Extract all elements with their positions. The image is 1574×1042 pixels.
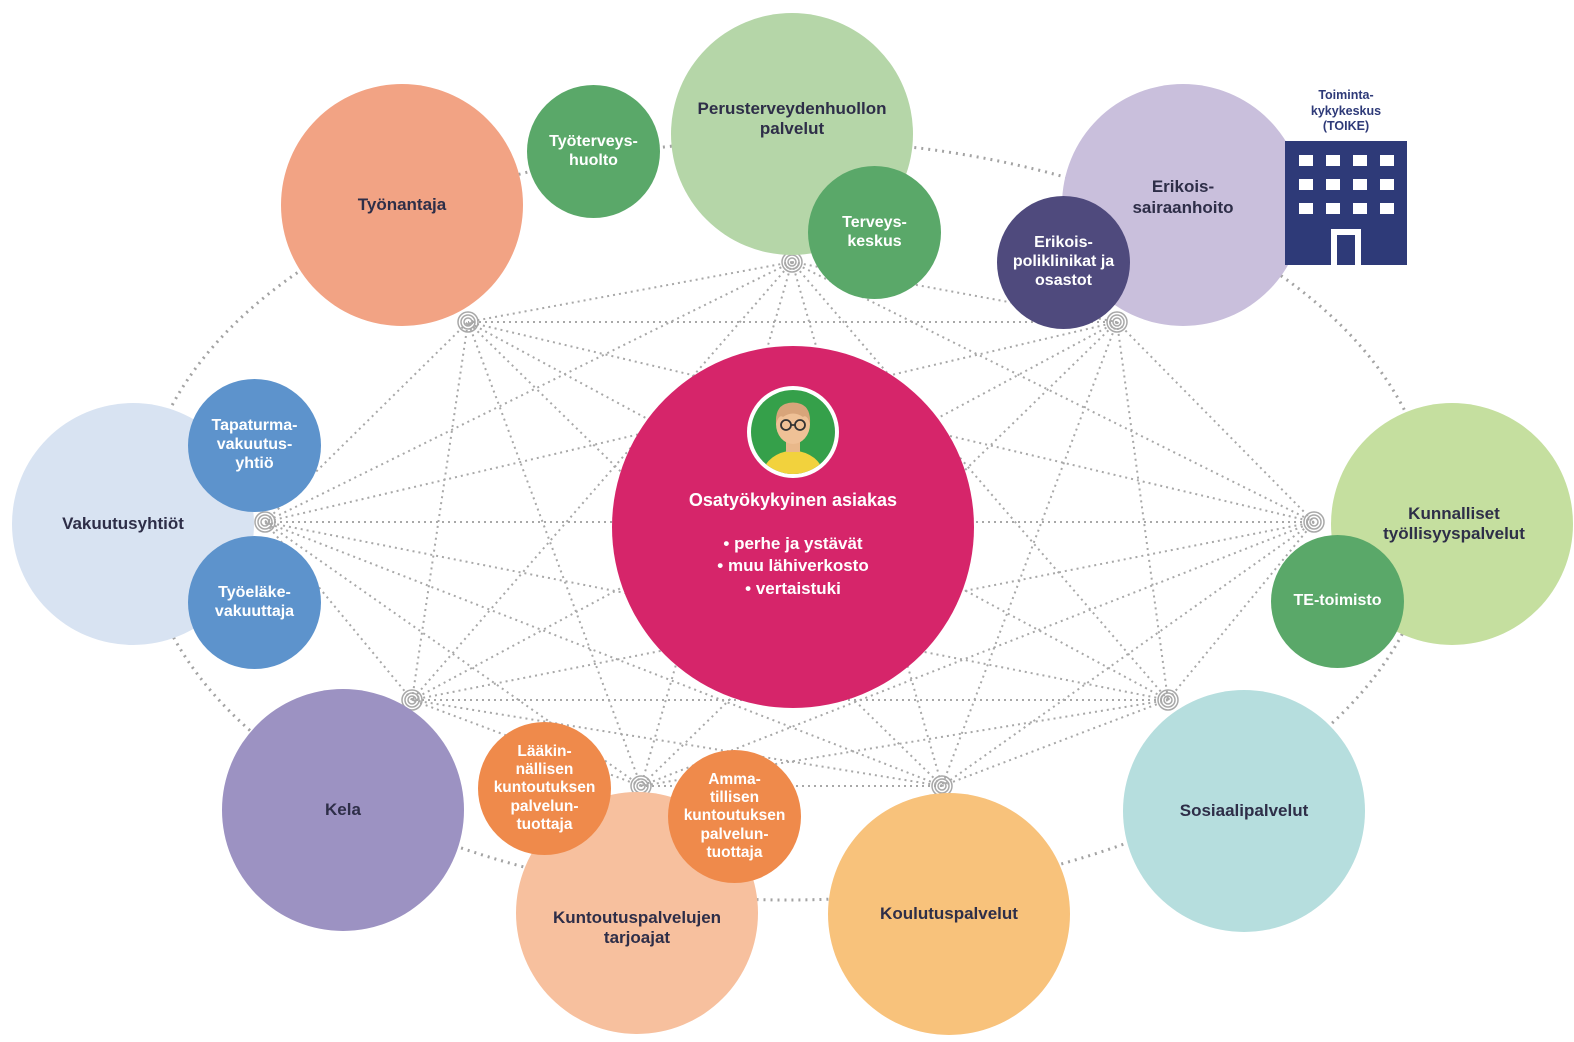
tyoelakevakuuttaja-node: Työeläke- vakuuttaja (188, 536, 321, 669)
terveyskeskus-label: Terveys- keskus (842, 213, 907, 250)
toike-label: Toiminta- kykykeskus (TOIKE) (1310, 88, 1382, 134)
te-toimisto-label: TE-toimisto (1293, 592, 1382, 610)
kuntoutuspalvelujen-tarjoajat-label: Kuntoutuspalvelujen tarjoajat (552, 907, 722, 947)
laakinnallinen-kuntoutus-label: Lääkin- nällisen kuntoutuksen palvelun- … (493, 742, 596, 833)
hub-ring (260, 517, 270, 527)
tyoterveyshuolto-label: Työterveys- huolto (549, 132, 638, 169)
sosiaalipalvelut-label: Sosiaalipalvelut (1179, 800, 1309, 820)
perusterveydenhuolto-label: Perusterveydenhuollon palvelut (697, 98, 887, 138)
tapaturmavakuutusyhtio-node: Tapaturma- vakuutus- yhtiö (188, 379, 321, 512)
kunnalliset-tyollisyyspalvelut-label: Kunnalliset työllisyyspalvelut (1383, 503, 1525, 543)
hub-ring (254, 511, 276, 533)
hub-ring (404, 692, 420, 708)
center-title: Osatyökykyinen asiakas (688, 490, 898, 510)
ammatillinen-kuntoutus-node: Amma- tillisen kuntoutuksen palvelun- tu… (668, 750, 801, 883)
connector-line (264, 521, 943, 787)
hub-ring (257, 514, 273, 530)
koulutuspalvelut-node: Koulutuspalvelut (828, 793, 1070, 1035)
connector-line (941, 521, 1315, 787)
tyonantaja-node: Työnantaja (281, 84, 523, 326)
center-list-item: vertaistuki (717, 578, 868, 600)
tyoterveyshuolto-node: Työterveys- huolto (527, 85, 660, 218)
hub-ring (1160, 692, 1176, 708)
terveyskeskus-node: Terveys- keskus (808, 166, 941, 299)
hub-ring (937, 781, 947, 791)
person-avatar-icon (747, 386, 839, 478)
connector-line (640, 321, 1118, 787)
connector-line (411, 321, 469, 701)
sosiaalipalvelut-node: Sosiaalipalvelut (1123, 690, 1365, 932)
asiakas-center-node: Osatyökykyinen asiakas perhe ja ystävät … (612, 346, 974, 708)
center-list: perhe ja ystävät muu lähiverkosto vertai… (717, 533, 869, 600)
connector-line (264, 261, 793, 523)
hub-ring (784, 254, 800, 270)
erikoissairaanhoito-label: Erikois- sairaanhoito (1132, 177, 1234, 217)
connector-line (791, 261, 1315, 523)
erikoispoliklinikat-node: Erikois- poliklinikat ja osastot (997, 196, 1130, 329)
connector-line (1167, 521, 1315, 701)
erikoispoliklinikat-label: Erikois- poliklinikat ja osastot (1012, 234, 1115, 289)
hub-ring (1112, 317, 1122, 327)
connector-line (467, 321, 642, 787)
hub-ring (1303, 511, 1325, 533)
connector-line (791, 261, 1169, 701)
connector-line (264, 521, 642, 787)
hub-ring (460, 314, 476, 330)
toike-badge: Toiminta- kykykeskus (TOIKE) (1284, 88, 1408, 270)
laakinnallinen-kuntoutus-node: Lääkin- nällisen kuntoutuksen palvelun- … (478, 722, 611, 855)
hub-ring (407, 695, 417, 705)
center-list-item: perhe ja ystävät (717, 533, 868, 555)
hub-ring (1306, 514, 1322, 530)
ammatillinen-kuntoutus-label: Amma- tillisen kuntoutuksen palvelun- tu… (683, 770, 786, 861)
connector-line (1116, 321, 1315, 523)
hub-ring (1106, 311, 1128, 333)
connector-line (467, 321, 1315, 523)
kela-node: Kela (222, 689, 464, 931)
hub-ring (636, 781, 646, 791)
center-list-item: muu lähiverkosto (717, 555, 869, 577)
hub-ring (1157, 689, 1179, 711)
connector-line (264, 321, 1118, 523)
hub-ring (463, 317, 473, 327)
connector-line (941, 321, 1118, 787)
building-icon (1285, 140, 1407, 265)
vakuutusyhtiot-label: Vakuutusyhtiöt (62, 513, 184, 533)
hub-ring (457, 311, 479, 333)
tyonantaja-label: Työnantaja (357, 194, 447, 214)
connector-line (467, 261, 793, 323)
connector-line (640, 521, 1315, 787)
hub-ring (1163, 695, 1173, 705)
connector-line (411, 321, 1118, 701)
connector-line (941, 699, 1169, 787)
tyoelakevakuuttaja-label: Työeläke- vakuuttaja (214, 583, 295, 620)
te-toimisto-node: TE-toimisto (1271, 535, 1404, 668)
hub-ring (1309, 517, 1319, 527)
tapaturmavakuutusyhtio-label: Tapaturma- vakuutus- yhtiö (211, 417, 298, 472)
connector-line (411, 261, 793, 701)
kela-label: Kela (325, 799, 361, 819)
hub-ring (1109, 314, 1125, 330)
hub-ring (787, 257, 797, 267)
koulutuspalvelut-label: Koulutuspalvelut (880, 903, 1018, 923)
